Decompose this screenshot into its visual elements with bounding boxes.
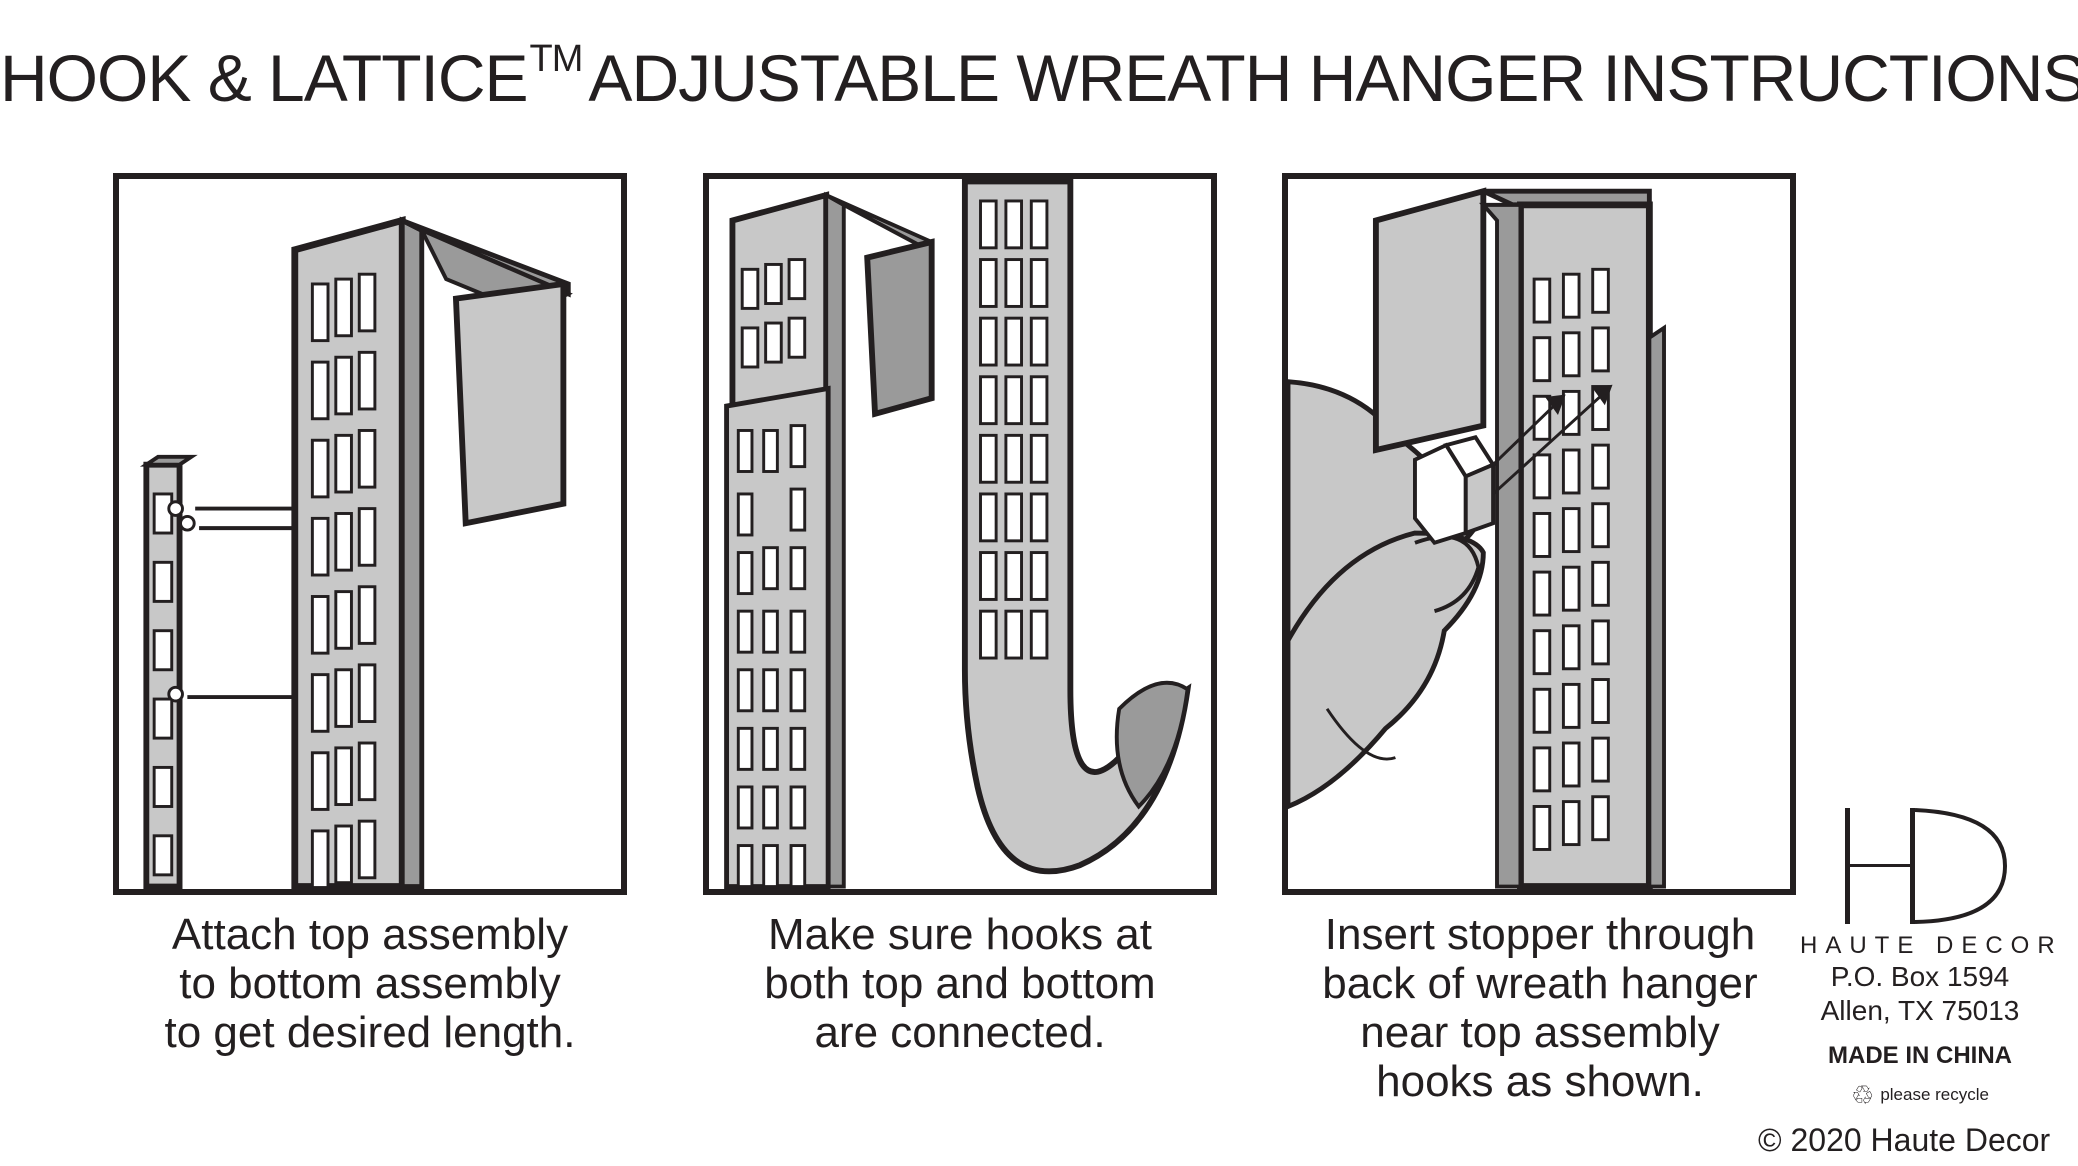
- brand-name: HAUTE DECOR: [1800, 932, 2063, 959]
- step-1-drawing: [139, 216, 573, 889]
- copyright: © 2020 Haute Decor: [1758, 1122, 2051, 1158]
- step-2-illustration: [703, 173, 1217, 895]
- step-2-line-1: Make sure hooks at: [768, 910, 1152, 959]
- step-1-illustration: [113, 173, 627, 895]
- step-2-line-3: are connected.: [814, 1008, 1106, 1057]
- step-3-caption: Insert stopper through back of wreath ha…: [1260, 910, 1820, 1106]
- step-1-line-1: Attach top assembly: [171, 910, 569, 959]
- recycle-text: please recycle: [1880, 1084, 1989, 1104]
- made-in-label: MADE IN CHINA: [1828, 1042, 2012, 1069]
- step-2-caption: Make sure hooks at both top and bottom a…: [680, 910, 1240, 1057]
- step-3-drawing: [1288, 187, 1666, 889]
- recycle-note: ♲please recycle: [1800, 1080, 2040, 1111]
- step-1-line-3: to get desired length.: [164, 1008, 576, 1057]
- step-1-caption: Attach top assembly to bottom assembly t…: [90, 910, 650, 1057]
- recycle-icon: ♲: [1851, 1080, 1875, 1110]
- step-3-line-4: hooks as shown.: [1376, 1057, 1704, 1106]
- step-3-line-3: near top assembly: [1360, 1008, 1720, 1057]
- title-main: HOOK & LATTICE: [0, 41, 529, 115]
- address-line-2: Allen, TX 75013: [1820, 995, 2020, 1026]
- step-1-line-2: to bottom assembly: [179, 959, 561, 1008]
- haute-decor-logo: [1845, 808, 2008, 924]
- title-rest: ADJUSTABLE WREATH HANGER INSTRUCTIONS: [588, 41, 2078, 115]
- step-2-drawing: [724, 179, 1192, 889]
- step-3-illustration: [1282, 173, 1796, 895]
- step-2-line-2: both top and bottom: [764, 959, 1156, 1008]
- page-title: HOOK & LATTICETMADJUSTABLE WREATH HANGER…: [0, 38, 2078, 116]
- step-3-line-1: Insert stopper through: [1324, 910, 1756, 959]
- brand-block: HAUTE DECOR P.O. Box 1594 Allen, TX 7501…: [1800, 800, 2063, 1111]
- address-line-1: P.O. Box 1594: [1830, 961, 2010, 992]
- trademark-mark: TM: [529, 38, 584, 80]
- step-3-line-2: back of wreath hanger: [1322, 959, 1758, 1008]
